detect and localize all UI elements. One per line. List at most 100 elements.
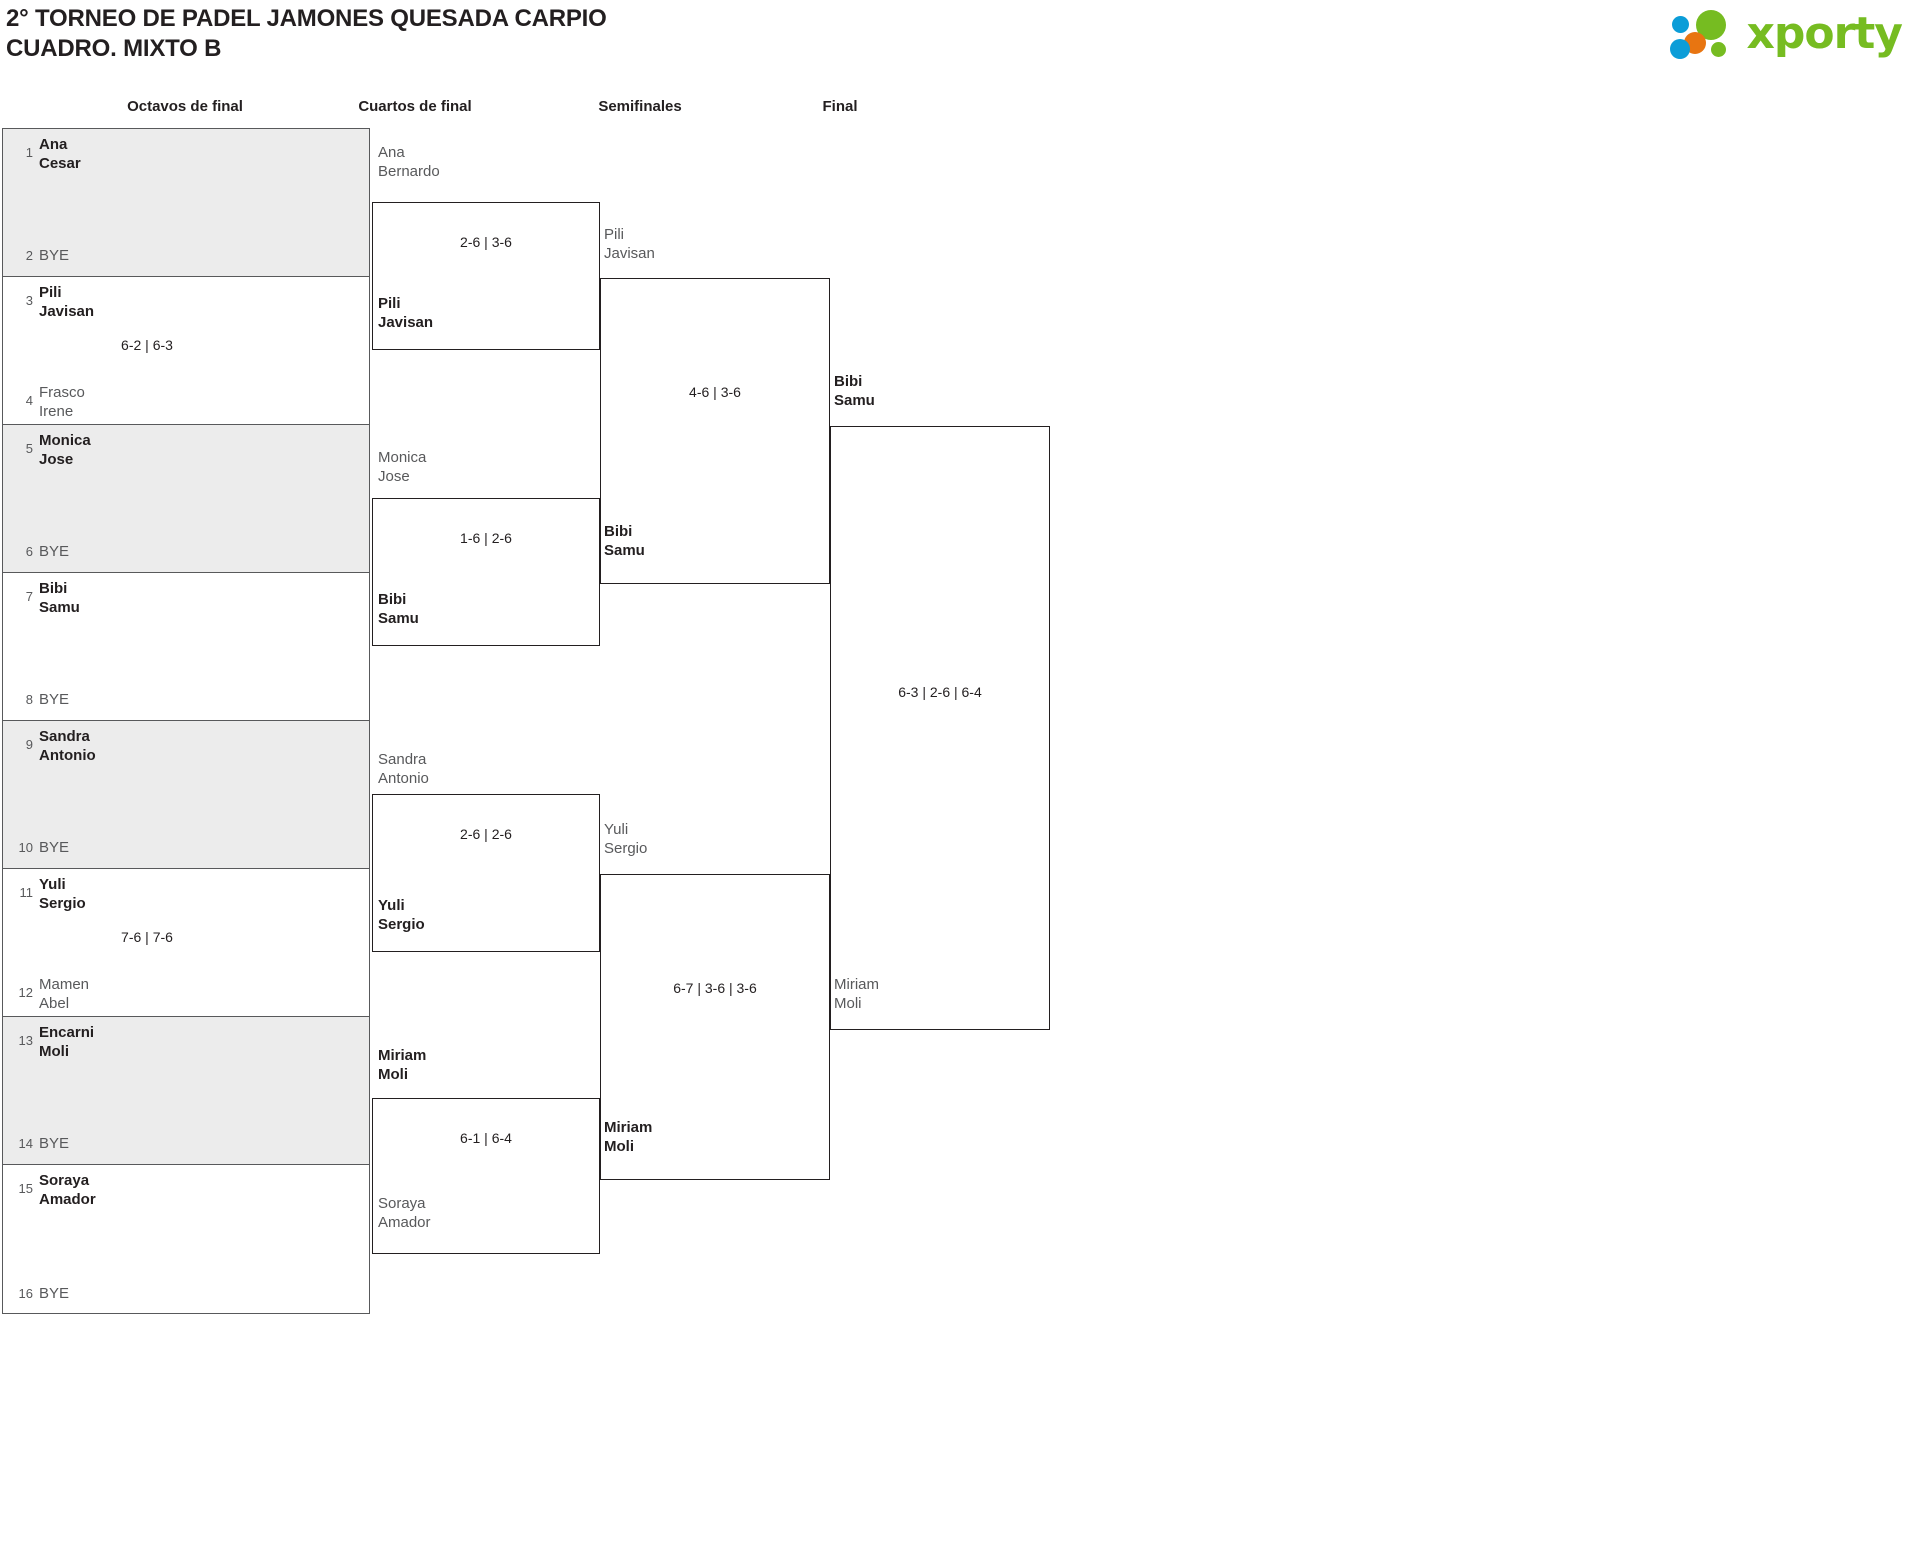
player-line-1: Mamen — [39, 976, 90, 993]
player-line-1: Miriam — [834, 976, 879, 993]
player-line-1: Miriam — [604, 1119, 653, 1136]
r1-match-6[interactable]: 11 Yuli Sergio 12 Mamen Abel 7-6 | 7-6 — [2, 868, 370, 1016]
player-line-1: Bibi — [378, 591, 407, 608]
player-line-2: Irene — [39, 403, 74, 420]
player-line-1: Monica — [378, 449, 427, 466]
final-score: 6-3 | 2-6 | 6-4 — [898, 684, 982, 700]
qf2-match-box[interactable] — [372, 498, 600, 646]
r1-slot-5[interactable]: 5 Monica Jose — [11, 431, 91, 469]
player-line-2: Samu — [378, 610, 419, 627]
round-heading-cuartos: Cuartos de final — [358, 98, 472, 115]
round-heading-semis: Semifinales — [598, 98, 682, 115]
qf1-top-team: Ana Bernardo — [378, 143, 440, 181]
r1-match-5[interactable]: 9 Sandra Antonio 10 BYE — [2, 720, 370, 868]
xporty-logo: xporty — [1670, 6, 1903, 62]
r1-match-1[interactable]: 1 Ana Cesar 2 BYE — [2, 128, 370, 276]
seed-number: 10 — [18, 840, 33, 855]
seed-number: 5 — [25, 441, 33, 456]
r1-slot-8[interactable]: 8 BYE — [11, 691, 69, 708]
player-line-1: Soraya — [39, 1172, 90, 1189]
r1-slot-9[interactable]: 9 Sandra Antonio — [11, 727, 96, 765]
round-heading-final: Final — [822, 98, 858, 115]
player-line-1: Miriam — [378, 1047, 427, 1064]
r1-slot-2[interactable]: 2 BYE — [11, 247, 69, 264]
seed-number: 6 — [25, 544, 33, 559]
sf1-bottom-team: Bibi Samu — [604, 522, 645, 560]
r1-slot-12[interactable]: 12 Mamen Abel — [11, 975, 90, 1013]
r1-match-2[interactable]: 3 Pili Javisan 4 Frasco Irene 6-2 | 6-3 — [2, 276, 370, 424]
player-line-1: Ana — [378, 144, 405, 161]
player-line-1: Sandra — [378, 751, 427, 768]
player-line-1: Pili — [604, 226, 625, 243]
player-line-2: Jose — [39, 451, 74, 468]
player-line-1: Bibi — [834, 373, 863, 390]
player-line-2: Sergio — [378, 916, 425, 933]
final-bottom-team: Miriam Moli — [834, 975, 879, 1013]
r1-slot-15[interactable]: 15 Soraya Amador — [11, 1171, 96, 1209]
player-line-1: Soraya — [378, 1195, 426, 1212]
qf3-match-box[interactable] — [372, 794, 600, 952]
player-line-2: Jose — [378, 468, 410, 485]
qf1-match-box[interactable] — [372, 202, 600, 350]
r1-score-6: 7-6 | 7-6 — [121, 929, 173, 945]
sf2-match-box[interactable] — [600, 874, 830, 1180]
player-line-1: Yuli — [378, 897, 405, 914]
r1-slot-6[interactable]: 6 BYE — [11, 543, 69, 560]
seed-number: 15 — [18, 1181, 33, 1196]
r1-slot-10[interactable]: 10 BYE — [11, 839, 69, 856]
qf1-score: 2-6 | 3-6 — [460, 234, 512, 250]
player-line-1: Encarni — [39, 1024, 95, 1041]
qf4-top-team: Miriam Moli — [378, 1046, 426, 1084]
sf2-score: 6-7 | 3-6 | 3-6 — [673, 980, 757, 996]
qf2-top-team: Monica Jose — [378, 448, 426, 486]
sf1-match-box[interactable] — [600, 278, 830, 584]
r1-slot-1[interactable]: 1 Ana Cesar — [11, 135, 81, 173]
final-top-team: Bibi Samu — [834, 372, 875, 410]
r1-slot-16[interactable]: 16 BYE — [11, 1285, 69, 1302]
seed-number: 1 — [25, 145, 33, 160]
player-line-1: Frasco — [39, 384, 85, 401]
player-line-2: Sergio — [604, 840, 648, 857]
seed-number: 9 — [25, 737, 33, 752]
player-line-2: Cesar — [39, 155, 81, 172]
qf3-top-team: Sandra Antonio — [378, 750, 429, 788]
sf2-bottom-team: Miriam Moli — [604, 1118, 652, 1156]
sf1-top-team: Pili Javisan — [604, 225, 655, 263]
qf4-match-box[interactable] — [372, 1098, 600, 1254]
player-line-2: Antonio — [39, 747, 96, 764]
r1-match-8[interactable]: 15 Soraya Amador 16 BYE — [2, 1164, 370, 1314]
qf1-bottom-team: Pili Javisan — [378, 294, 433, 332]
r1-match-4[interactable]: 7 Bibi Samu 8 BYE — [2, 572, 370, 720]
seed-number: 4 — [25, 393, 33, 408]
player-line-1: Bibi — [39, 580, 68, 597]
r1-slot-7[interactable]: 7 Bibi Samu — [11, 579, 80, 617]
r1-match-3[interactable]: 5 Monica Jose 6 BYE — [2, 424, 370, 572]
seed-number: 11 — [19, 885, 34, 900]
bye-label: BYE — [39, 1285, 70, 1302]
player-line-2: Javisan — [39, 303, 95, 320]
draw-subtitle: CUADRO. MIXTO B — [6, 35, 222, 62]
seed-number: 2 — [25, 248, 33, 263]
logo-dots-icon — [1670, 8, 1742, 60]
player-line-1: Ana — [39, 136, 68, 153]
page-title: 2° TORNEO DE PADEL JAMONES QUESADA CARPI… — [6, 4, 607, 64]
player-line-2: Amador — [39, 1191, 96, 1208]
qf3-bottom-team: Yuli Sergio — [378, 896, 425, 934]
r1-match-7[interactable]: 13 Encarni Moli 14 BYE — [2, 1016, 370, 1164]
tournament-title: 2° TORNEO DE PADEL JAMONES QUESADA CARPI… — [6, 5, 607, 32]
qf2-score: 1-6 | 2-6 — [460, 530, 512, 546]
player-line-1: Yuli — [39, 876, 66, 893]
player-line-1: Monica — [39, 432, 91, 449]
player-line-2: Moli — [834, 995, 862, 1012]
r1-slot-14[interactable]: 14 BYE — [11, 1135, 69, 1152]
r1-slot-3[interactable]: 3 Pili Javisan — [11, 283, 94, 321]
r1-slot-11[interactable]: 11 Yuli Sergio — [11, 875, 86, 913]
player-line-2: Antonio — [378, 770, 429, 787]
player-line-1: Sandra — [39, 728, 90, 745]
r1-slot-4[interactable]: 4 Frasco Irene — [11, 383, 85, 421]
player-line-1: Bibi — [604, 523, 633, 540]
final-match-box[interactable] — [830, 426, 1050, 1030]
player-line-2: Javisan — [378, 314, 434, 331]
r1-slot-13[interactable]: 13 Encarni Moli — [11, 1023, 95, 1061]
